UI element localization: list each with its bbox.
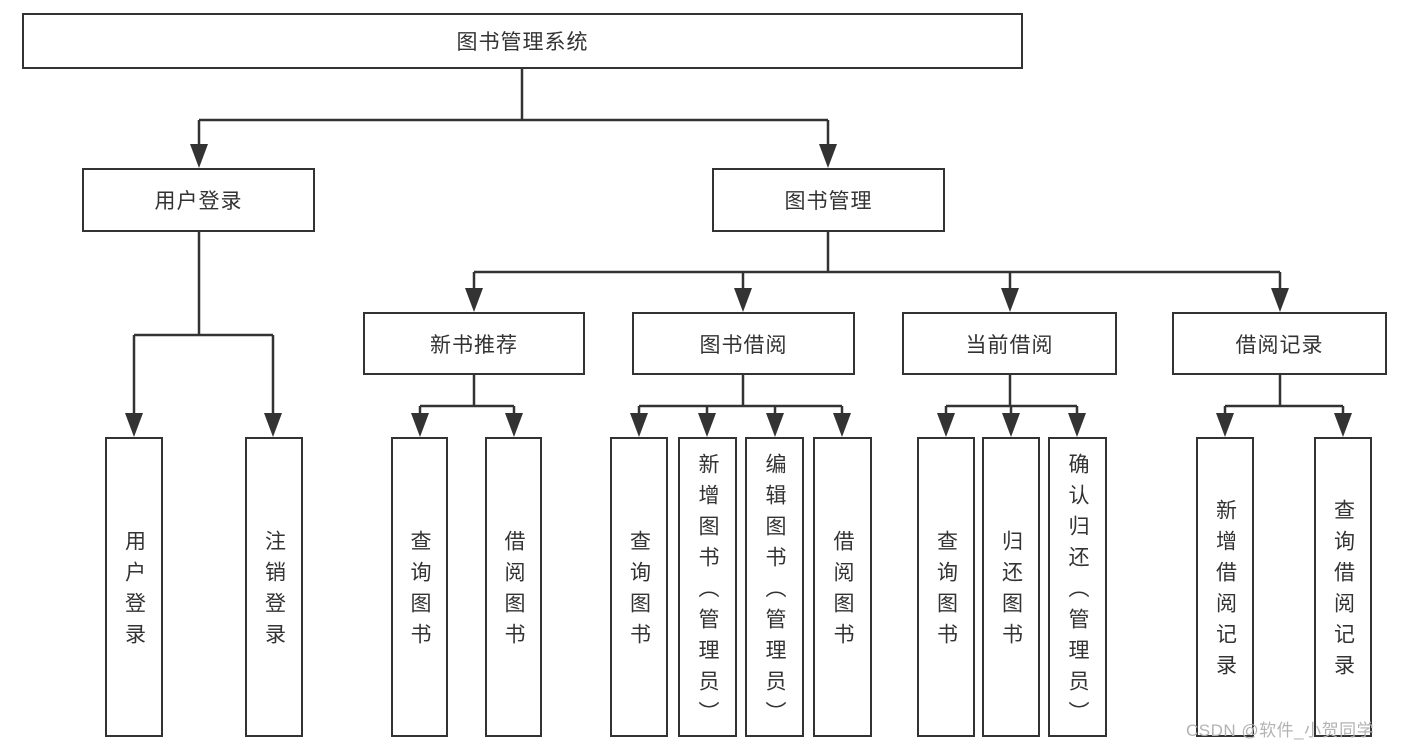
leaf-label: 查询图书 [408, 530, 431, 654]
arrow-down-icon [734, 288, 752, 312]
arrow-down-icon [505, 413, 523, 437]
arrow-down-icon [411, 413, 429, 437]
arrow-down-icon [698, 413, 716, 437]
arrow-down-icon [125, 413, 143, 437]
arrow-down-icon [630, 413, 648, 437]
arrow-down-icon [819, 144, 837, 168]
arrow-down-icon [190, 144, 208, 168]
leaf-borrow-books: 借阅图书 [813, 437, 872, 737]
arrow-down-icon [766, 413, 784, 437]
node-borrow-records: 借阅记录 [1172, 312, 1387, 375]
connector-current-borrow-fan [937, 375, 1086, 437]
leaf-logout: 注销登录 [245, 437, 303, 737]
node-new-book-recommend: 新书推荐 [363, 312, 585, 375]
leaf-edit-books-admin: 编辑图书（管理员） [745, 437, 804, 737]
node-root: 图书管理系统 [22, 13, 1023, 69]
leaf-return-books: 归还图书 [982, 437, 1040, 737]
arrow-down-icon [1002, 413, 1020, 437]
leaf-label: 查询借阅记录 [1331, 499, 1355, 685]
connector-borrow-records-fan [1216, 375, 1352, 437]
csdn-watermark: CSDN @软件_小贺同学 [1186, 721, 1375, 740]
leaf-confirm-return-admin: 确认归还（管理员） [1048, 437, 1107, 737]
connector-new-book-fan [411, 375, 523, 437]
leaf-query-books: 查询图书 [917, 437, 975, 737]
node-book-borrow: 图书借阅 [632, 312, 855, 375]
leaf-label: 注销登录 [262, 530, 286, 654]
leaf-query-books: 查询图书 [610, 437, 668, 737]
leaf-borrow-books: 借阅图书 [485, 437, 542, 737]
arrow-down-icon [1001, 288, 1019, 312]
leaf-query-borrow-record: 查询借阅记录 [1314, 437, 1372, 737]
arrow-down-icon [1334, 413, 1352, 437]
leaf-label: 归还图书 [999, 530, 1023, 654]
arrow-down-icon [1216, 413, 1234, 437]
arrow-down-icon [1271, 288, 1289, 312]
arrow-down-icon [1068, 413, 1086, 437]
connector-book-borrow-fan [630, 375, 851, 437]
leaf-label: 查询图书 [934, 530, 958, 654]
leaf-add-books-admin: 新增图书（管理员） [678, 437, 737, 737]
leaf-label: 用户登录 [122, 530, 146, 654]
connector-book-mgmt-fan [465, 232, 1289, 312]
node-user-login: 用户登录 [82, 168, 315, 232]
leaf-label: 借阅图书 [502, 530, 525, 654]
arrow-down-icon [465, 288, 483, 312]
node-current-borrow: 当前借阅 [902, 312, 1117, 375]
leaf-label: 查询图书 [627, 530, 651, 654]
arrow-down-icon [264, 413, 282, 437]
connector-user-login-fan [125, 232, 282, 437]
leaf-query-books: 查询图书 [391, 437, 448, 737]
node-book-mgmt: 图书管理 [712, 168, 945, 232]
arrow-down-icon [833, 413, 851, 437]
leaf-add-borrow-record: 新增借阅记录 [1196, 437, 1254, 737]
leaf-label: 借阅图书 [831, 530, 854, 654]
leaf-label: 新增借阅记录 [1213, 499, 1237, 685]
connector-root-fan [190, 69, 837, 168]
leaf-label: 确认归还（管理员） [1066, 452, 1089, 732]
arrow-down-icon [937, 413, 955, 437]
leaf-user-login: 用户登录 [105, 437, 163, 737]
leaf-label: 编辑图书（管理员） [763, 452, 786, 732]
leaf-label: 新增图书（管理员） [696, 452, 719, 732]
